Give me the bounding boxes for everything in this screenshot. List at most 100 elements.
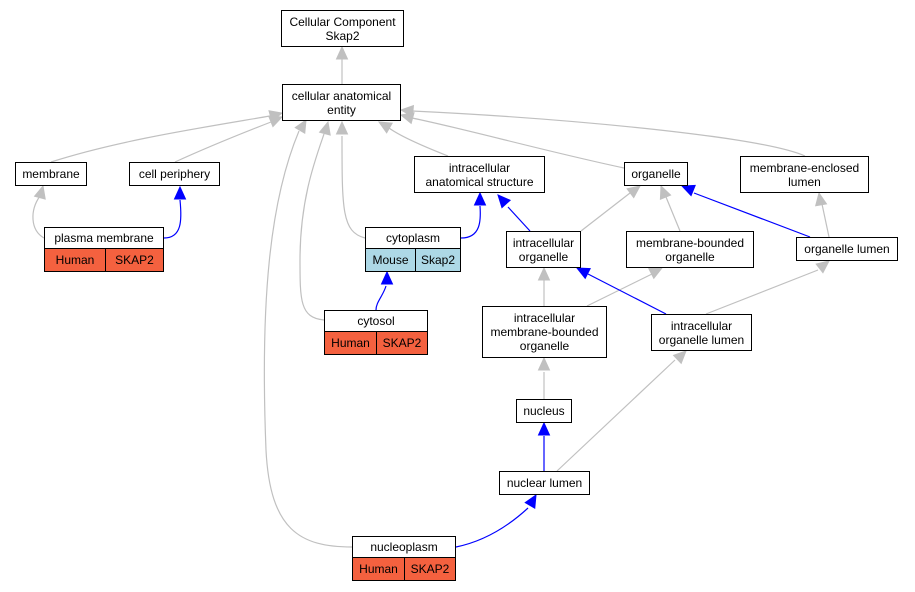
edge-arrowhead (814, 191, 828, 207)
edge-line (821, 203, 830, 238)
gene-cell: Skap2 (415, 248, 461, 272)
edge-arrowhead (537, 356, 551, 371)
node-label-line: lumen (788, 174, 821, 189)
edge-arrowhead (648, 267, 664, 280)
node-label-line: organelle lumen (804, 242, 890, 256)
node-nuclear-lumen[interactable]: nuclear lumen (499, 471, 590, 495)
edge-arrowhead (294, 118, 307, 134)
node-label-line: Skap2 (325, 28, 360, 43)
node-label-line: membrane-bounded (490, 325, 599, 339)
node-label-line: intracellular (448, 160, 511, 175)
node-label-line: intracellular (670, 318, 733, 333)
node-label-line: Cellular Component (289, 14, 396, 29)
edge-line (50, 115, 271, 163)
edge-arrowhead (268, 115, 284, 128)
edge-line (299, 133, 325, 321)
gene-cell: SKAP2 (105, 248, 164, 272)
edge-arrowhead (672, 350, 687, 365)
node-nucleoplasm[interactable]: nucleoplasm (352, 536, 456, 558)
edge-arrowhead (659, 184, 672, 200)
edge-arrowhead (680, 184, 696, 197)
edge-arrowhead (473, 191, 487, 206)
node-label-line: intracellular (513, 311, 576, 325)
edge-arrowhead (173, 185, 187, 200)
edge-line (507, 206, 531, 232)
node-label-line: anatomical structure (425, 174, 534, 189)
edge-line (693, 192, 811, 238)
edge-line (341, 135, 366, 239)
edge-line (375, 285, 387, 311)
node-label-line: intracellular (512, 235, 575, 250)
edge-arrowhead (377, 121, 393, 134)
species-cell: Human (44, 248, 106, 272)
species-cell: Mouse (365, 248, 416, 272)
edge-arrowhead (335, 120, 349, 135)
edge-arrowhead (537, 421, 551, 436)
edge-arrowhead (318, 120, 331, 136)
edge-arrowhead (575, 267, 591, 280)
edge-line (263, 130, 353, 548)
node-label-line: membrane (22, 167, 80, 181)
edge-line (411, 110, 806, 157)
node-label-line: organelle (631, 167, 681, 181)
edge-line (163, 199, 182, 239)
node-label-line: organelle lumen (658, 332, 745, 347)
node-label-line: entity (327, 102, 356, 117)
node-cytoplasm[interactable]: cytoplasm (365, 227, 461, 249)
node-label-line: nucleoplasm (370, 540, 438, 554)
node-label-line: cellular anatomical (291, 88, 392, 103)
node-organelle-lumen[interactable]: organelle lumen (796, 237, 898, 261)
node-label-line: nuclear lumen (506, 476, 583, 490)
node-label-line: organelle (519, 339, 570, 353)
node-label-line: organelle (518, 249, 569, 264)
edge-arrowhead (815, 260, 830, 274)
gene-cell: SKAP2 (404, 557, 456, 581)
node-organelle[interactable]: organelle (624, 162, 688, 186)
edge-arrowhead (626, 185, 641, 199)
edge-arrowhead (380, 270, 394, 285)
node-label-line: membrane-enclosed (749, 160, 860, 175)
node-label-line: nucleus (523, 404, 565, 418)
node-membrane[interactable]: membrane (15, 162, 87, 186)
node-nucleus[interactable]: nucleus (516, 399, 572, 423)
edge-arrowhead (335, 45, 349, 60)
edge-line (556, 359, 676, 472)
edge-line (665, 196, 681, 232)
node-label-line: membrane-bounded (635, 235, 745, 250)
edge-line (460, 205, 481, 239)
node-label-line: cytoplasm (385, 231, 441, 245)
node-label-line: organelle (665, 249, 715, 264)
edge-line (411, 117, 625, 169)
species-cell: Human (324, 331, 377, 355)
node-cytosol[interactable]: cytosol (324, 310, 428, 332)
edge-line (455, 507, 529, 548)
edge-arrowhead (33, 184, 46, 200)
node-label-line: plasma membrane (54, 231, 154, 245)
edge-line (388, 127, 449, 157)
edge-line (32, 195, 45, 239)
edge-arrowhead (524, 493, 537, 509)
edge-line (587, 273, 667, 315)
gene-cell: SKAP2 (376, 331, 428, 355)
edge-arrowhead (497, 194, 512, 209)
node-plasma-membrane[interactable]: plasma membrane (44, 227, 164, 249)
species-cell: Human (352, 557, 405, 581)
edge-line (174, 121, 272, 163)
node-label-line: cell periphery (138, 167, 211, 181)
edge-line (705, 269, 819, 315)
edge-arrowhead (399, 104, 414, 118)
edge-arrowhead (537, 266, 551, 281)
edge-line (580, 192, 631, 232)
node-label-line: cytosol (357, 314, 395, 328)
node-cell-periphery[interactable]: cell periphery (129, 162, 220, 186)
